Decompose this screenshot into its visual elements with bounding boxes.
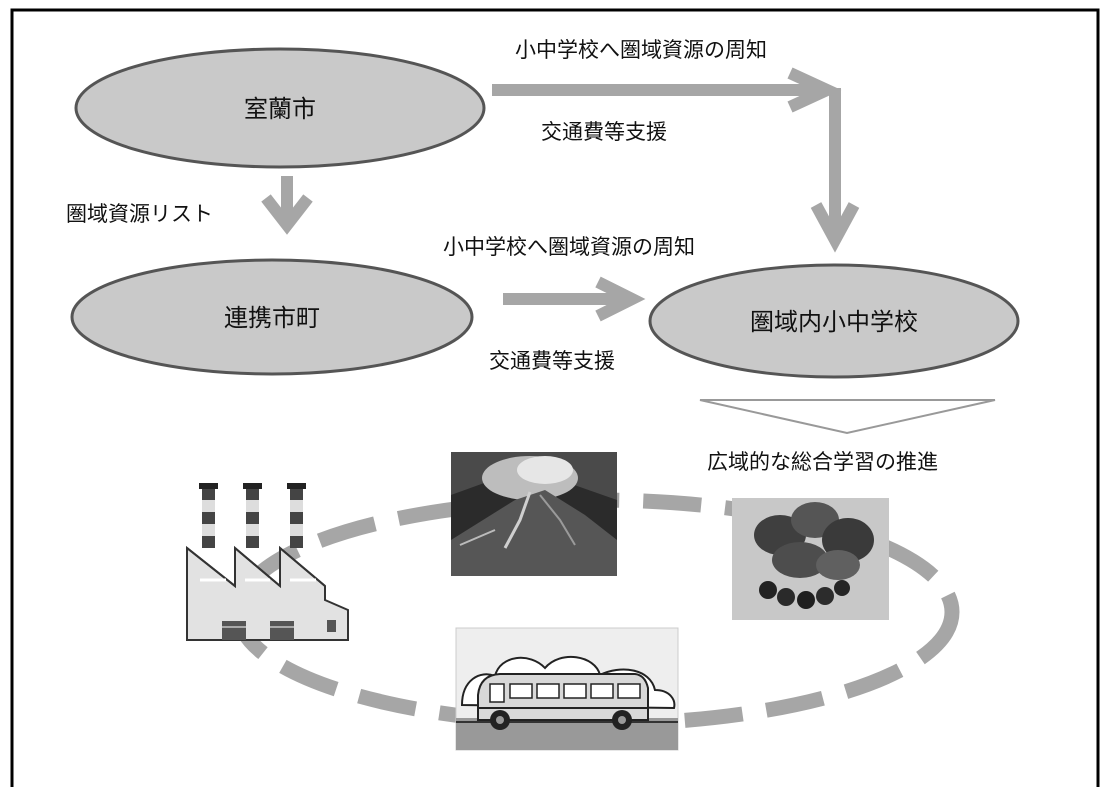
node-muroran: 室蘭市	[74, 47, 486, 169]
vegetables-photo	[732, 498, 889, 620]
svg-text:圏域内小中学校: 圏域内小中学校	[750, 308, 918, 336]
arrow-muroran-to-schools	[492, 67, 860, 253]
arrow-partners-to-schools	[503, 276, 646, 322]
label-notify-mid: 小中学校へ圏域資源の周知	[443, 235, 695, 259]
volcano-photo	[451, 452, 617, 576]
frame-border	[10, 8, 1100, 787]
arrow-muroran-to-partners	[261, 176, 313, 235]
svg-text:連携市町: 連携市町	[224, 304, 320, 332]
svg-text:室蘭市: 室蘭市	[244, 95, 316, 123]
node-schools: 圏域内小中学校	[648, 263, 1020, 379]
label-transport-top: 交通費等支援	[541, 120, 667, 144]
label-promotion: 広域的な総合学習の推進	[707, 450, 938, 474]
label-transport-mid: 交通費等支援	[489, 349, 615, 373]
label-notify-top: 小中学校へ圏域資源の周知	[515, 38, 767, 62]
bus-icon	[455, 627, 679, 751]
label-resource-list: 圏域資源リスト	[66, 202, 213, 226]
factory-icon	[186, 483, 349, 641]
node-partner-towns: 連携市町	[70, 258, 474, 376]
promotion-triangle	[699, 399, 996, 435]
